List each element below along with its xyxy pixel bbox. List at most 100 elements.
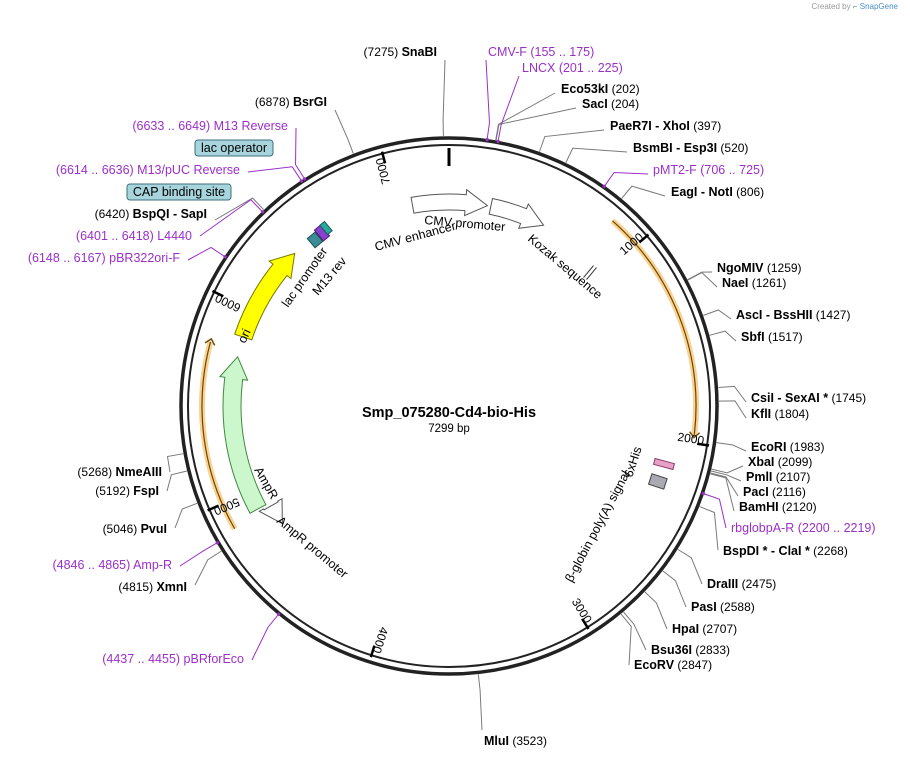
feature-label-globin-polya: β-globin poly(A) signal bbox=[562, 468, 633, 584]
enzyme-bsrgi-name: BsrGI bbox=[293, 95, 327, 109]
enzyme-ecori-label: EcoRI (1983) bbox=[751, 440, 824, 454]
enzyme-eco53ki-label: Eco53kI (202) bbox=[561, 82, 640, 96]
primer-mark-layer bbox=[215, 138, 706, 617]
ampr-orf-arrowhead bbox=[204, 337, 216, 346]
enzyme-fspi-name: FspI bbox=[133, 484, 159, 498]
enzyme-xmni-name: XmnI bbox=[156, 580, 187, 594]
enzyme-bsmbi-esp3i-label: BsmBI - Esp3I (520) bbox=[633, 141, 748, 155]
primer-rbglobpa-r-range: (2200 .. 2219) bbox=[794, 521, 875, 535]
enzyme-ngomiv-position: (1259) bbox=[764, 261, 802, 275]
primer-m13-puc-reverse-name: M13/pUC Reverse bbox=[137, 163, 240, 177]
enzyme-bspqi-sapi-label: (6420) BspQI - SapI bbox=[95, 207, 207, 221]
enzyme-hpai-leader bbox=[644, 591, 668, 630]
enzyme-saci-position: (204) bbox=[608, 97, 639, 111]
enzyme-sbfi-position: (1517) bbox=[765, 330, 803, 344]
enzyme-ecori-position: (1983) bbox=[786, 440, 824, 454]
enzyme-snabi-name: SnaBI bbox=[402, 45, 437, 59]
enzyme-ecorv-label: EcoRV (2847) bbox=[634, 658, 712, 672]
snapgene-logo-icon: ⌐ bbox=[852, 2, 858, 11]
primer-pbr322ori-f-name: pBR322ori-F bbox=[109, 251, 180, 265]
primer-l4440-label: (6401 .. 6418) L4440 bbox=[76, 229, 192, 243]
primer-rbglobpa-r-mark bbox=[701, 491, 706, 496]
primer-pbrforeco-mark bbox=[276, 612, 281, 617]
primer-m13-reverse-label: (6633 .. 6649) M13 Reverse bbox=[132, 119, 288, 133]
enzyme-saci-label: SacI (204) bbox=[582, 97, 639, 111]
enzyme-mlui-label: MluI (3523) bbox=[484, 734, 547, 748]
primer-pmt2-f-mark bbox=[602, 184, 607, 189]
enzyme-xmni-leader bbox=[194, 550, 222, 586]
primer-lncx-range: (201 .. 225) bbox=[555, 61, 622, 75]
primer-cmv-f-name: CMV-F bbox=[488, 45, 527, 59]
enzyme-eco53ki-name: Eco53kI bbox=[561, 82, 608, 96]
enzyme-snabi-label: (7275) SnaBI bbox=[364, 45, 437, 59]
enzyme-nmeaiii-position: (5268) bbox=[77, 465, 115, 479]
polya-block bbox=[647, 473, 668, 490]
leader-layer bbox=[166, 59, 747, 731]
ampr-promoter-arrow bbox=[258, 497, 283, 525]
enzyme-xbai-leader bbox=[711, 465, 744, 474]
tick-mark-6000 bbox=[211, 289, 224, 298]
enzyme-bsu36i-label: Bsu36I (2833) bbox=[651, 643, 730, 657]
enzyme-hpai-label: HpaI (2707) bbox=[672, 622, 737, 636]
enzyme-asci-bsshii-name: AscI - BssHII bbox=[736, 308, 812, 322]
lac-operator-block bbox=[306, 231, 324, 249]
primer-pbrforeco-leader bbox=[251, 614, 279, 661]
tick-mark-5000 bbox=[207, 504, 220, 512]
primer-rbglobpa-r-name: rbglobpA-R bbox=[731, 521, 794, 535]
cmv-enhancer-arrow bbox=[410, 188, 489, 217]
primer-m13-puc-reverse-range: (6614 .. 6636) bbox=[56, 163, 137, 177]
svg-text:CAP binding site: CAP binding site bbox=[133, 185, 225, 199]
enzyme-pvui-label: (5046) PvuI bbox=[103, 522, 167, 536]
enzyme-hpai-name: HpaI bbox=[672, 622, 699, 636]
enzyme-bspqi-sapi-position: (6420) bbox=[95, 207, 133, 221]
primer-amp-r-leader bbox=[179, 542, 217, 567]
enzyme-mlui-name: MluI bbox=[484, 734, 509, 748]
orf-line bbox=[612, 220, 697, 435]
enzyme-pvui-position: (5046) bbox=[103, 522, 141, 536]
enzyme-naei-name: NaeI bbox=[722, 276, 748, 290]
enzyme-naei-position: (1261) bbox=[748, 276, 786, 290]
primer-l4440-leader bbox=[199, 199, 263, 237]
primer-pbr322ori-f-leader bbox=[187, 246, 225, 261]
enzyme-bamhi-leader bbox=[710, 473, 735, 512]
enzyme-bspqi-sapi-leader bbox=[214, 197, 265, 221]
enzyme-pasi-label: PasI (2588) bbox=[691, 600, 755, 614]
enzyme-sbfi-leader bbox=[709, 330, 737, 342]
enzyme-sbfi-name: SbfI bbox=[741, 330, 765, 344]
enzyme-bsu36i-position: (2833) bbox=[692, 643, 730, 657]
enzyme-nmeaiii-label: (5268) NmeAIII bbox=[77, 465, 162, 479]
enzyme-nmeaiii-name: NmeAIII bbox=[115, 465, 162, 479]
primer-rbglobpa-r-label: rbglobpA-R (2200 .. 2219) bbox=[731, 521, 876, 535]
his-tag-block bbox=[652, 457, 676, 471]
enzyme-mlui-leader bbox=[477, 674, 483, 731]
enzyme-bspqi-sapi-name: BspQI - SapI bbox=[133, 207, 207, 221]
cap-site-block bbox=[319, 220, 333, 236]
kozak-mark-b bbox=[586, 267, 597, 280]
primer-pbrforeco-range: (4437 .. 4455) bbox=[102, 652, 183, 666]
enzyme-paer7i-xhoi-name: PaeR7I - XhoI bbox=[610, 119, 690, 133]
enzyme-pasi-position: (2588) bbox=[717, 600, 755, 614]
enzyme-paci-label: PacI (2116) bbox=[743, 485, 806, 499]
feature-label-ori: ori bbox=[235, 327, 254, 346]
enzyme-bsu36i-leader bbox=[623, 611, 647, 651]
primer-l4440-range: (6401 .. 6418) bbox=[76, 229, 157, 243]
enzyme-asci-bsshii-label: AscI - BssHII (1427) bbox=[736, 308, 850, 322]
enzyme-kfli-label: KflI (1804) bbox=[751, 407, 809, 421]
enzyme-xmni-position: (4815) bbox=[118, 580, 156, 594]
tick-label-4000: 4000 bbox=[370, 625, 391, 655]
feature-layer bbox=[199, 188, 701, 531]
primer-l4440-mark bbox=[260, 209, 265, 215]
enzyme-pasi-name: PasI bbox=[691, 600, 717, 614]
primer-lncx-name: LNCX bbox=[522, 61, 556, 75]
primer-pbr322ori-f-label: (6148 .. 6167) pBR322ori-F bbox=[28, 251, 181, 265]
enzyme-bsu36i-name: Bsu36I bbox=[651, 643, 692, 657]
primer-pmt2-f-range: (706 .. 725) bbox=[697, 163, 764, 177]
enzyme-pasi-leader bbox=[662, 570, 687, 608]
enzyme-eagi-noti-name: EagI - NotI bbox=[671, 185, 733, 199]
enzyme-snabi-position: (7275) bbox=[364, 45, 402, 59]
primer-amp-r-label: (4846 .. 4865) Amp-R bbox=[52, 558, 172, 572]
enzyme-eco53ki-position: (202) bbox=[608, 82, 639, 96]
ampr-orf-line bbox=[201, 341, 236, 530]
primer-amp-r-range: (4846 .. 4865) bbox=[52, 558, 133, 572]
